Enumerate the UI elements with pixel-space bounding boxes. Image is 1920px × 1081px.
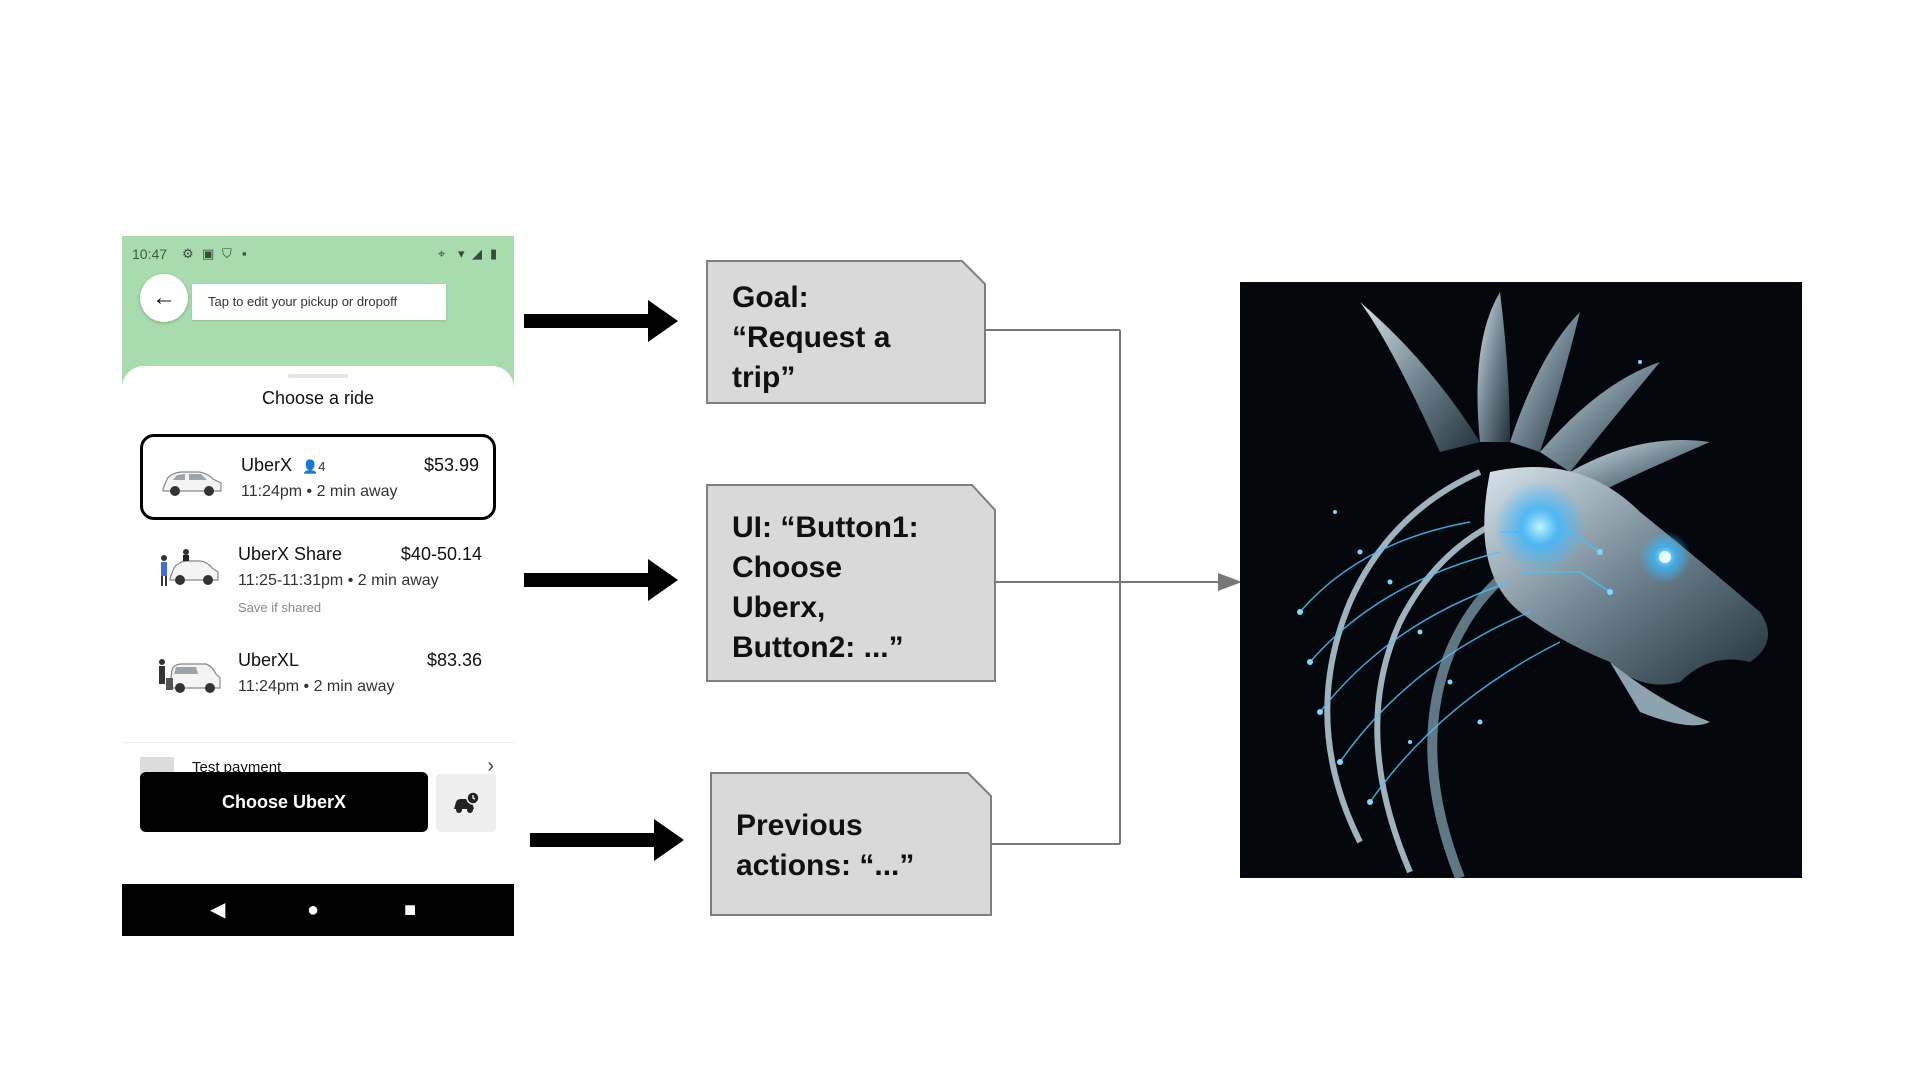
payment-label: Test payment (192, 759, 282, 776)
seats-count: 👤4 (302, 459, 326, 474)
model-arrowhead (1218, 573, 1242, 591)
status-bar: 10:47 ⚙ ▣ ⛉ ▪ ⌖ ▾ ◢ ▮ (132, 244, 506, 264)
ride-option-uberx[interactable]: UberX 👤4 $53.99 11:24pm • 2 min away (140, 434, 496, 520)
previous-actions-box: Previous actions: “...” (710, 772, 992, 916)
pickup-input[interactable]: Tap to edit your pickup or dropoff (192, 284, 446, 320)
sheet-title: Choose a ride (261, 388, 375, 408)
ride-sheet: Choose a ride UberX 👤4 $53.99 11:24pm • 2… (122, 366, 514, 936)
ride-eta: 11:25-11:31pm • 2 min away (238, 572, 439, 589)
ui-box: UI: “Button1: Choose Uberx, Button2: ...… (706, 484, 996, 682)
car-clock-icon (454, 791, 480, 813)
ride-eta: 11:24pm • 2 min away (241, 483, 398, 500)
ride-name: UberXL (238, 650, 300, 670)
ride-eta: 11:24pm • 2 min away (238, 678, 395, 695)
ride-option-uberx-share[interactable]: UberX Share $40-50.14 11:25-11:31pm • 2 … (140, 526, 496, 615)
goal-text: Goal: “Request a trip” (732, 281, 891, 394)
notepad-icon: ▣ (202, 246, 215, 261)
ride-price: $53.99 (423, 455, 479, 475)
nav-home-icon[interactable]: ● (307, 899, 320, 921)
shield-icon: ⛉ (222, 246, 232, 261)
status-time: 10:47 (132, 246, 168, 262)
person-icon: 👤 (302, 459, 319, 474)
cyber-dragon-illustration (1240, 282, 1802, 878)
gear-icon: ⚙ (182, 246, 194, 261)
nav-back-icon[interactable]: ◀ (210, 899, 226, 921)
ride-name: UberX Share (238, 544, 343, 564)
back-arrow-icon: ← (152, 284, 176, 311)
schedule-ride-button[interactable] (436, 774, 496, 832)
android-nav-bar: ◀ ● ■ (122, 884, 514, 936)
signal-icon: ◢ (472, 246, 482, 261)
previous-actions-text: Previous actions: “...” (736, 809, 915, 882)
wifi-icon: ▾ (458, 246, 465, 261)
goal-box: Goal: “Request a trip” (706, 260, 986, 404)
dragon-model-image (1240, 282, 1802, 878)
sheet-handle[interactable] (288, 374, 348, 378)
merge-lines (982, 329, 1222, 845)
ride-note: Save if shared (238, 600, 322, 615)
ride-option-uberxl[interactable]: UberXL $83.36 11:24pm • 2 min away (140, 632, 496, 718)
choose-uberx-button[interactable]: Choose UberX (140, 772, 428, 832)
actions-arrow (530, 819, 684, 861)
location-pin-icon: ⌖ (438, 246, 446, 261)
car-icon (162, 471, 222, 496)
suv-icon (159, 659, 221, 693)
chevron-right-icon: › (487, 755, 494, 777)
ui-text: UI: “Button1: Choose Uberx, Button2: ...… (732, 511, 919, 664)
ride-price: $40-50.14 (400, 544, 482, 564)
goal-arrow (524, 300, 678, 342)
phone-screenshot: 10:47 ⚙ ▣ ⛉ ▪ ⌖ ▾ ◢ ▮ ← Tap to edit your… (122, 236, 514, 936)
battery-icon: ▮ (490, 246, 498, 261)
nav-recents-icon[interactable]: ■ (404, 899, 417, 921)
sd-card-icon: ▪ (242, 246, 247, 261)
ride-price: $83.36 (426, 650, 482, 670)
ride-name: UberX (241, 455, 293, 475)
map-header: 10:47 ⚙ ▣ ⛉ ▪ ⌖ ▾ ◢ ▮ ← Tap to edit your… (122, 236, 514, 386)
ui-arrow (524, 559, 678, 601)
car-with-people-icon (161, 549, 219, 586)
back-button[interactable]: ← (140, 274, 188, 322)
